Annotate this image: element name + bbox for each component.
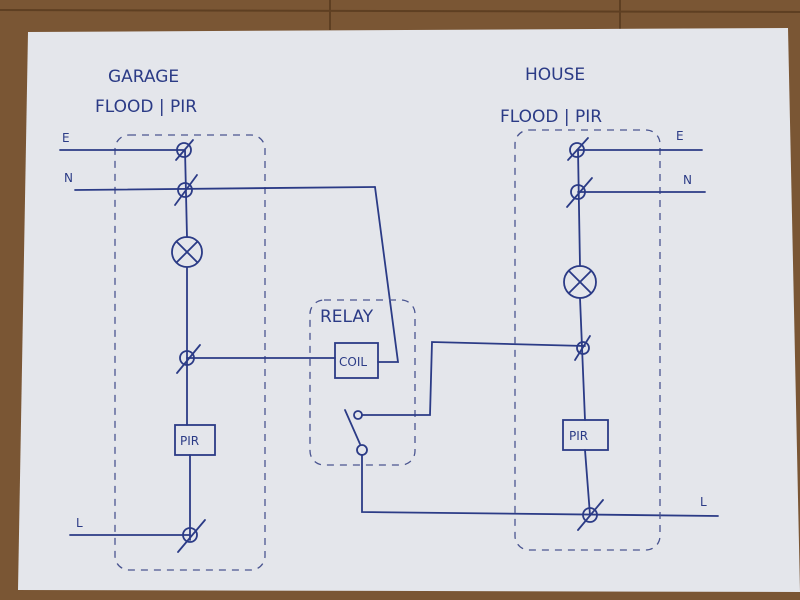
relay-title: RELAY xyxy=(320,307,374,327)
house-live-label: L xyxy=(700,495,707,509)
terminal-icon xyxy=(174,139,206,553)
paper-sheet xyxy=(18,28,800,592)
garage-pir-box xyxy=(174,424,216,456)
lamp-icon xyxy=(563,265,597,299)
relay-coil-box xyxy=(334,342,379,379)
garage-subtitle: FLOOD | PIR xyxy=(95,97,197,117)
house-pir-label: PIR xyxy=(569,429,588,443)
relay: COIL RELAY xyxy=(309,299,719,517)
house-earth-label: E xyxy=(676,129,684,143)
lamp-icon xyxy=(171,236,203,268)
house-subtitle: FLOOD | PIR xyxy=(500,107,602,127)
garage-circuit: PIR GARAGE FLOOD | PIR E N L xyxy=(59,67,400,571)
terminal-icon xyxy=(566,137,604,531)
garage-title: GARAGE xyxy=(108,67,179,87)
relay-coil-label: COIL xyxy=(339,355,367,369)
house-enclosure xyxy=(514,129,661,551)
garage-earth-label: E xyxy=(62,131,70,145)
garage-live-label: L xyxy=(76,516,83,530)
garage-neutral-label: N xyxy=(64,171,73,185)
house-neutral-label: N xyxy=(683,173,692,187)
house-title: HOUSE xyxy=(525,65,585,85)
house-circuit: PIR HOUSE FLOOD | PIR E N L xyxy=(500,65,707,551)
house-pir-box xyxy=(562,419,609,451)
garage-pir-label: PIR xyxy=(180,434,199,448)
